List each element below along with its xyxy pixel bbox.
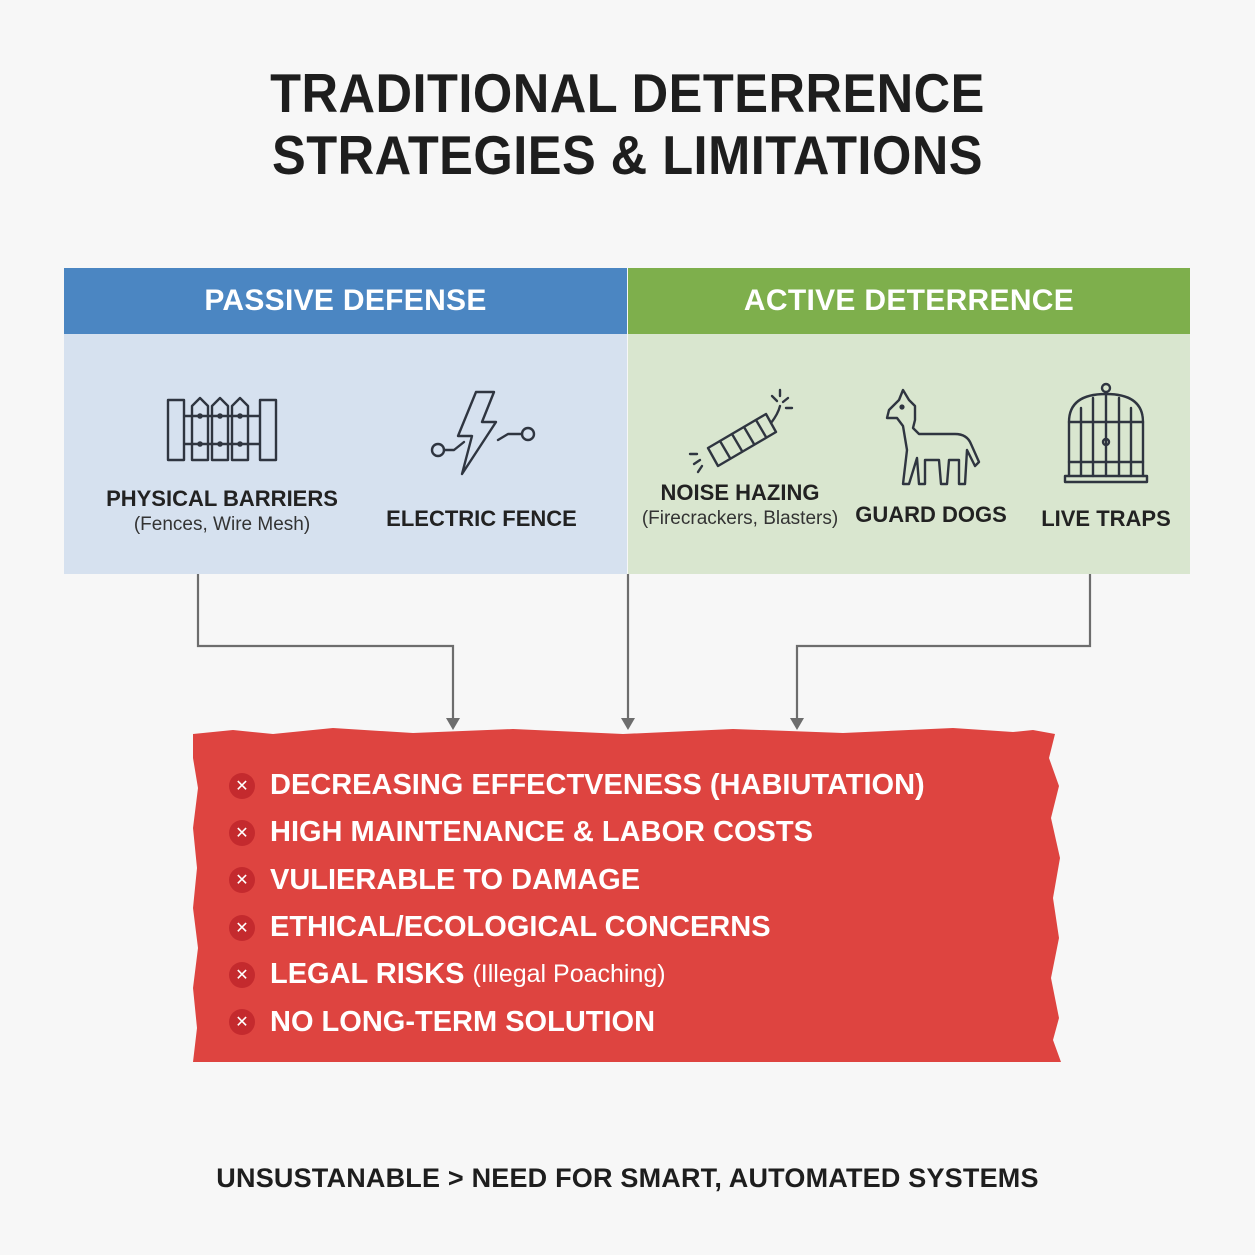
noise-hazing-sub: (Firecrackers, Blasters)	[641, 508, 839, 529]
limitation-note: (Illegal Poaching)	[472, 960, 666, 989]
noise-hazing-item: NOISE HAZING (Firecrackers, Blasters)	[634, 384, 846, 530]
limitations-list: ✕ DECREASING EFFECTVENESS (HABIUTATION) …	[229, 762, 925, 1046]
active-deterrence-header: ACTIVE DETERRENCE	[628, 268, 1190, 334]
electric-fence-label: ELECTRIC FENCE	[386, 506, 577, 531]
limitation-text: NO LONG-TERM SOLUTION	[270, 1005, 656, 1038]
limitation-item: ✕ DECREASING EFFECTVENESS (HABIUTATION)	[229, 762, 925, 809]
guard-dogs-label: GUARD DOGS	[855, 502, 1007, 527]
limitation-text: DECREASING EFFECTVENESS (HABIUTATION)	[270, 769, 925, 802]
connector-active	[795, 574, 1092, 722]
conclusion-text: UNSUSTANABLE > NEED FOR SMART, AUTOMATED…	[216, 1163, 1039, 1193]
limitation-text: HIGH MAINTENANCE & LABOR COSTS	[270, 816, 813, 849]
lightning-icon	[430, 390, 535, 476]
live-traps-item: LIVE TRAPS	[1026, 382, 1186, 532]
physical-barriers-item: PHYSICAL BARRIERS (Fences, Wire Mesh)	[92, 392, 352, 536]
limitation-text: VULIERABLE TO DAMAGE	[270, 863, 641, 896]
physical-barriers-sub: (Fences, Wire Mesh)	[133, 514, 311, 535]
page-title: TRADITIONAL DETERRENCE STRATEGIES & LIMI…	[50, 62, 1205, 186]
guard-dogs-item: GUARD DOGS	[846, 386, 1016, 528]
electric-fence-item: ELECTRIC FENCE	[369, 388, 594, 532]
x-icon: ✕	[229, 1009, 255, 1036]
passive-defense-panel: PASSIVE DEFENSE PHYSICAL BARRIERS (Fence…	[64, 268, 627, 574]
title-line-1: TRADITIONAL DETERRENCE	[270, 62, 985, 124]
live-traps-label: LIVE TRAPS	[1041, 506, 1171, 531]
limitation-item: ✕ NO LONG-TERM SOLUTION	[229, 998, 925, 1045]
x-icon: ✕	[229, 914, 255, 941]
title-line-2: STRATEGIES & LIMITATIONS	[271, 124, 983, 186]
noise-hazing-label: NOISE HAZING	[660, 480, 820, 505]
x-icon: ✕	[229, 961, 255, 988]
x-icon: ✕	[229, 819, 255, 846]
connector-passive	[196, 574, 455, 722]
limitation-item: ✕ VULIERABLE TO DAMAGE	[229, 857, 925, 904]
limitation-item: ✕ LEGAL RISKS (Illegal Poaching)	[229, 951, 925, 998]
limitation-item: ✕ HIGH MAINTENANCE & LABOR COSTS	[229, 809, 925, 856]
limitation-text: LEGAL RISKS	[270, 958, 465, 991]
limitations-background	[193, 728, 1061, 1062]
dog-icon	[885, 388, 981, 486]
limitations-box: ✕ DECREASING EFFECTVENESS (HABIUTATION) …	[193, 728, 1061, 1062]
firecracker-icon	[688, 388, 794, 474]
fence-icon	[166, 396, 278, 462]
physical-barriers-label: PHYSICAL BARRIERS	[106, 486, 338, 511]
x-icon: ✕	[229, 772, 255, 799]
x-icon: ✕	[229, 867, 255, 894]
active-deterrence-panel: ACTIVE DETERRENCE NOISE HAZING (Firecrac…	[628, 268, 1190, 574]
passive-defense-header: PASSIVE DEFENSE	[64, 268, 627, 334]
cage-icon	[1063, 382, 1149, 484]
limitation-text: ETHICAL/ECOLOGICAL CONCERNS	[270, 911, 771, 944]
limitation-item: ✕ ETHICAL/ECOLOGICAL CONCERNS	[229, 904, 925, 951]
